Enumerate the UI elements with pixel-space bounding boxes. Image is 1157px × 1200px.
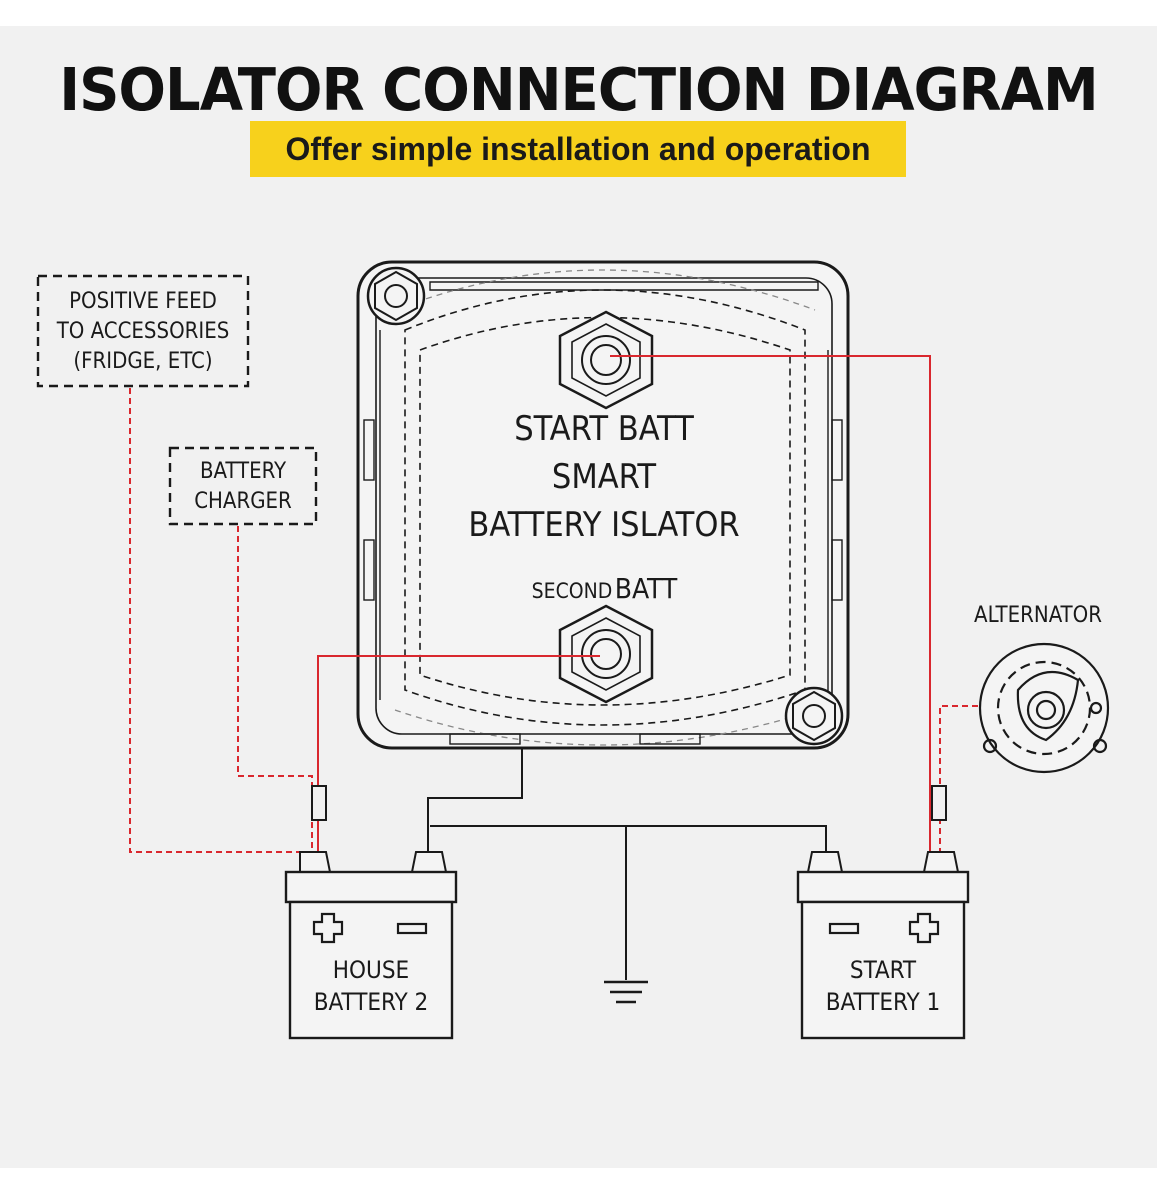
hex-nut-icon (558, 604, 654, 704)
start-battery-positive-wire (610, 355, 931, 852)
mount-bolt-icon (366, 266, 426, 326)
dashed-charger-wire (237, 526, 313, 850)
house-battery-line-1: HOUSE (333, 956, 409, 984)
isolator-label-start-batt: START BATT (514, 409, 694, 449)
ground-wire (427, 748, 827, 980)
positive-feed-line-2: TO ACCESSORIES (56, 319, 230, 344)
positive-feed-line-1: POSITIVE FEED (69, 289, 217, 314)
isolator-label-smart: SMART (552, 457, 657, 497)
minus-icon (828, 922, 860, 935)
house-battery-line-2: BATTERY 2 (314, 988, 429, 1016)
alternator-wire (939, 705, 978, 852)
battery-charger-box: BATTERY CHARGER (168, 446, 318, 526)
ground-symbol-icon (604, 980, 648, 1004)
positive-feed-line-3: (FRIDGE, ETC) (73, 349, 212, 374)
inline-fuse-icon (311, 785, 327, 821)
isolator-label-second: SECOND (532, 579, 613, 603)
plus-icon (908, 912, 940, 944)
subtitle-banner: Offer simple installation and operation (250, 121, 906, 177)
isolator-label-batt: BATT (615, 572, 678, 605)
battery-charger-line-2: CHARGER (194, 489, 292, 514)
house-battery: HOUSE BATTERY 2 (284, 851, 458, 1040)
hex-nut-icon (558, 310, 654, 410)
isolator-label-battery-islator: BATTERY ISLATOR (468, 505, 739, 545)
smart-battery-isolator (356, 260, 850, 750)
minus-icon (396, 922, 428, 935)
alternator-label: ALTERNATOR (974, 603, 1102, 628)
battery-charger-line-1: BATTERY (200, 459, 287, 484)
plus-icon (312, 912, 344, 944)
dashed-accessory-wire (129, 388, 310, 853)
positive-feed-box: POSITIVE FEED TO ACCESSORIES (FRIDGE, ET… (36, 274, 250, 388)
start-battery-line-2: BATTERY 1 (826, 988, 941, 1016)
start-battery: START BATTERY 1 (796, 851, 970, 1040)
start-battery-line-1: START (850, 956, 917, 984)
mount-bolt-icon (784, 686, 844, 746)
alternator-icon (978, 642, 1110, 774)
subtitle-text: Offer simple installation and operation (285, 130, 871, 167)
page-title: ISOLATOR CONNECTION DIAGRAM (59, 56, 1098, 125)
inline-fuse-icon (931, 785, 947, 821)
